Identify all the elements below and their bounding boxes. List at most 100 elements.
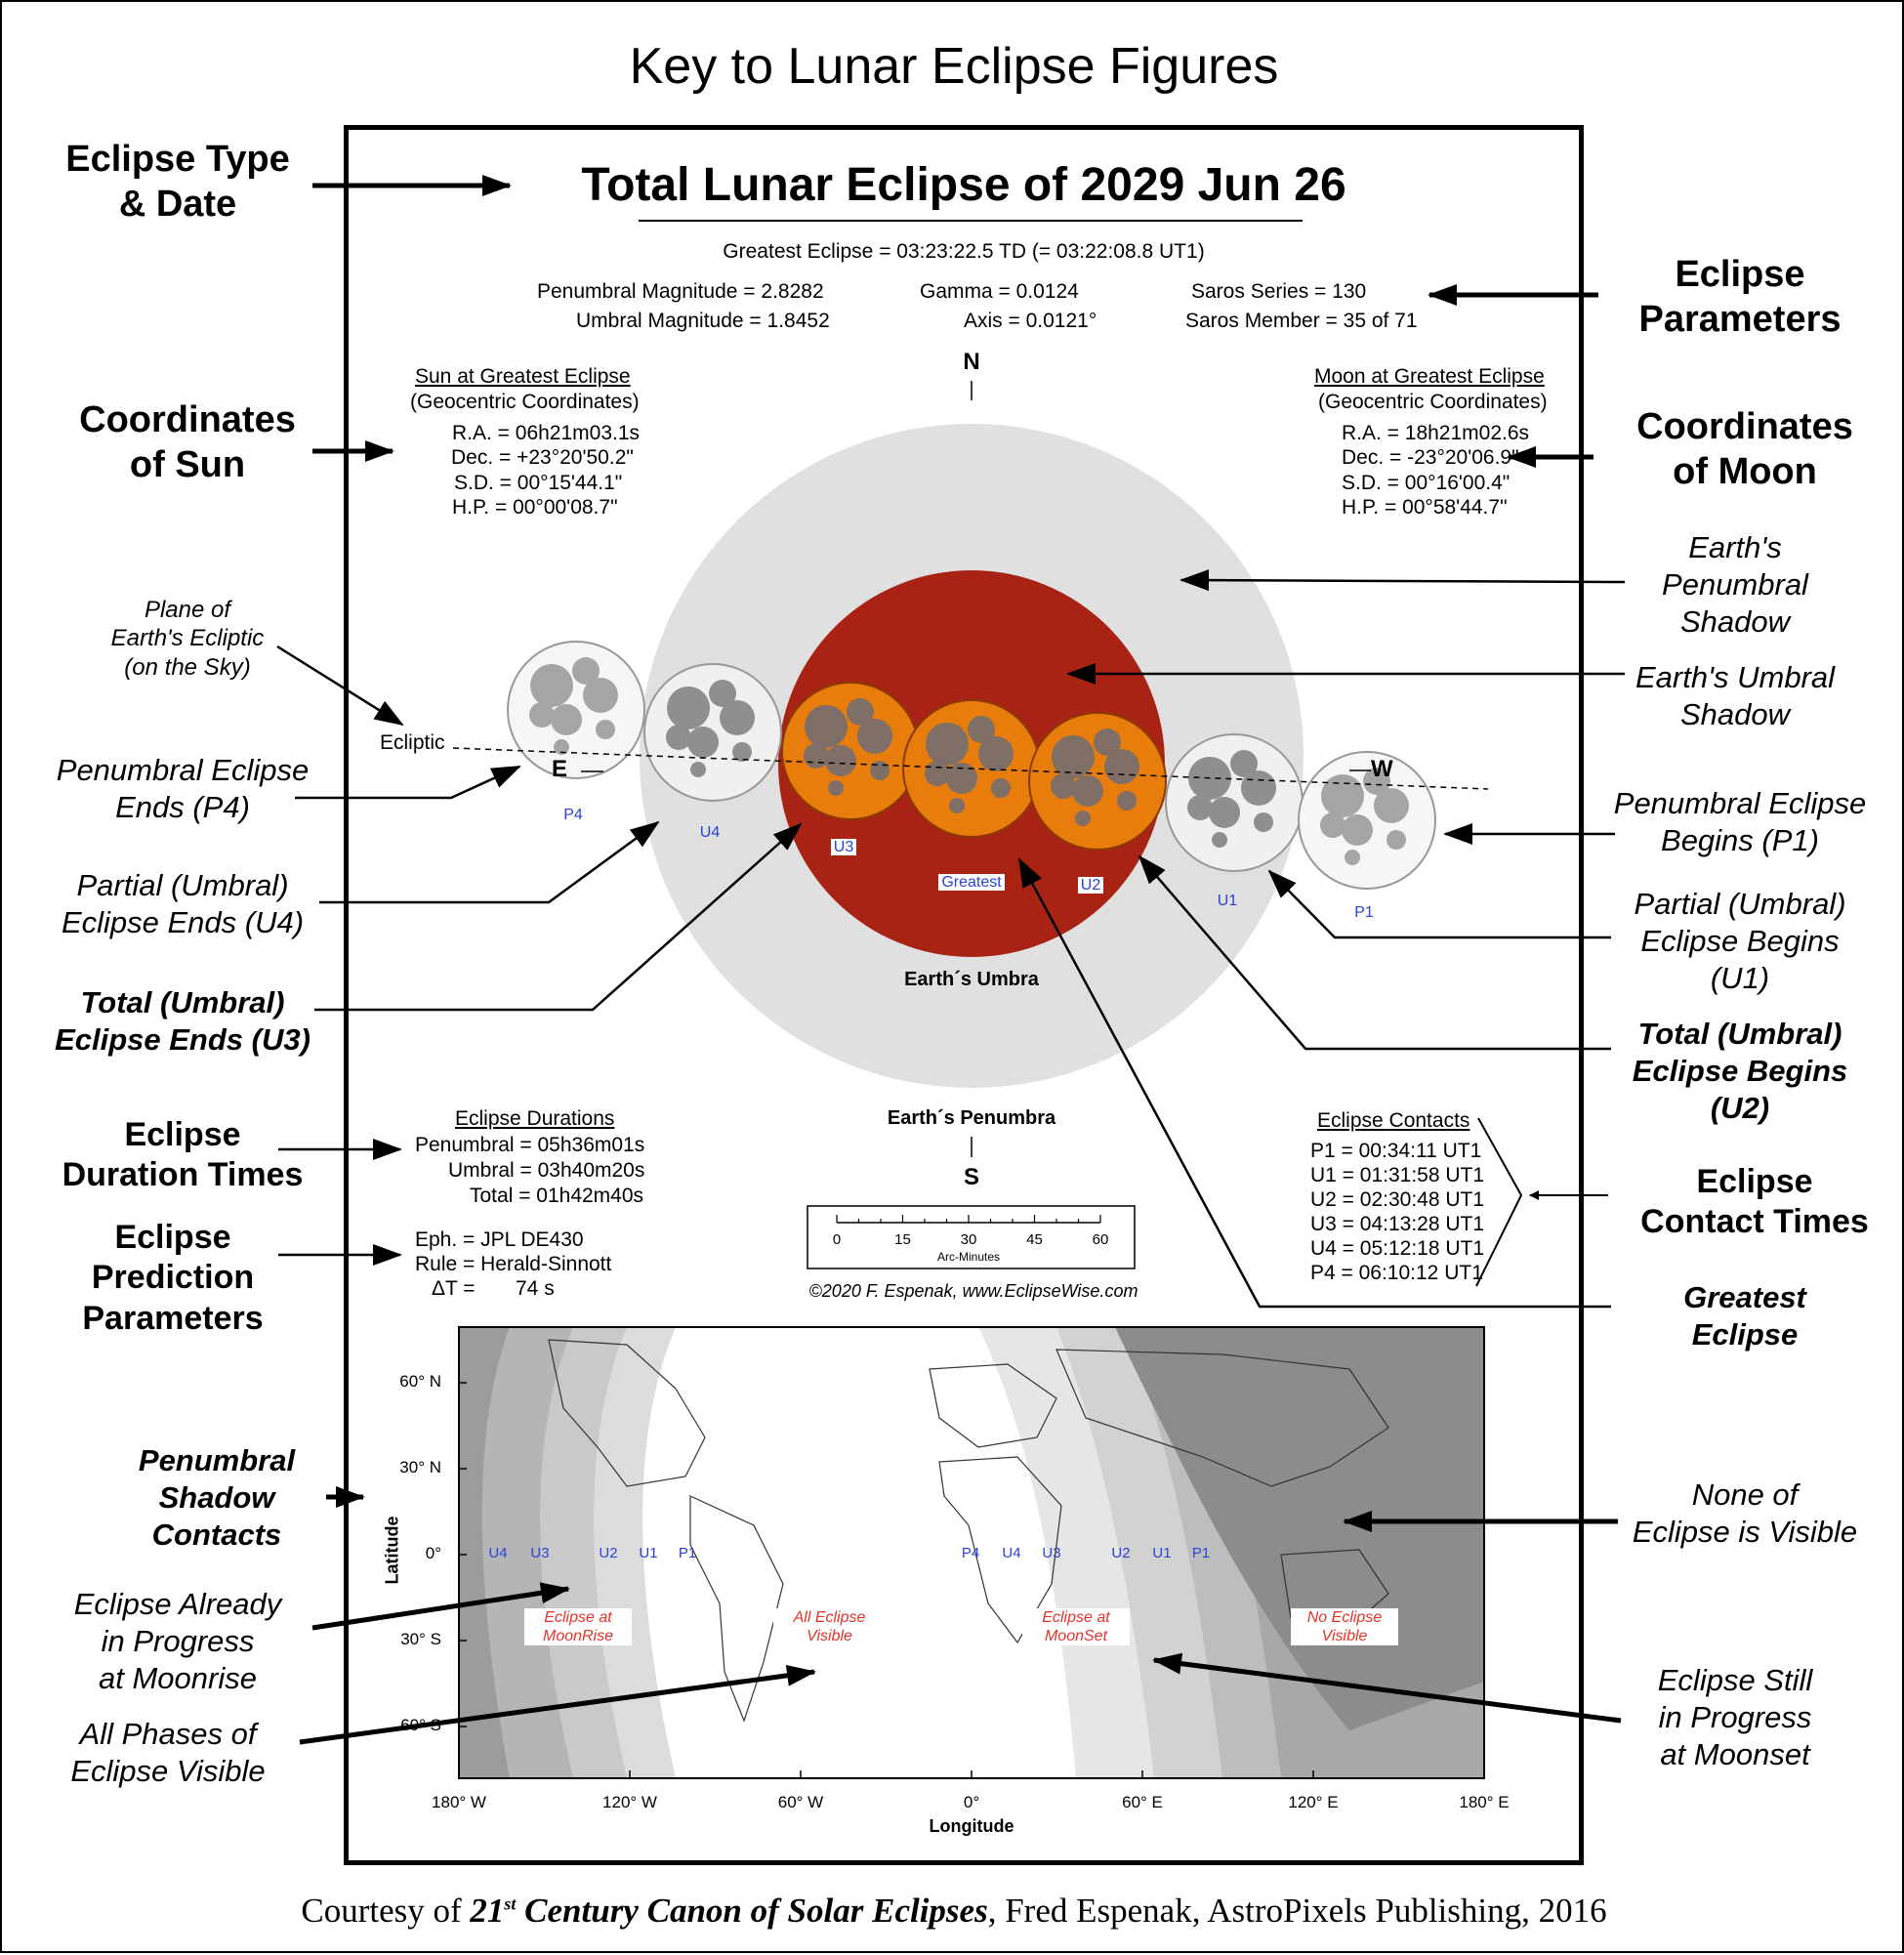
arrow-u1 — [1267, 869, 1611, 939]
callout-type-date: Eclipse Type & Date — [65, 139, 290, 226]
north-label: N — [963, 349, 980, 375]
ephemeris: Eph. = JPL DE430 — [415, 1228, 584, 1251]
credit: ©2020 F. Espenak, www.EclipseWise.com — [808, 1281, 1138, 1301]
scale-unit-label: Arc-Minutes — [937, 1250, 1000, 1264]
contact-u2: U2 = 02:30:48 UT1 — [1310, 1188, 1485, 1211]
moon-label-u3: U3 — [785, 839, 902, 856]
sun-dec: Dec. = +23°20'50.2" — [451, 446, 634, 469]
callout-parameters: Eclipse Parameters — [1638, 254, 1842, 341]
sun-heading: Sun at Greatest Eclipse — [415, 365, 631, 388]
figure-frame — [344, 125, 1584, 1865]
penumbral-magnitude: Penumbral Magnitude = 2.8282 — [537, 280, 824, 303]
callout-all-visible: All Phases of Eclipse Visible — [70, 1717, 266, 1788]
callout-greatest: Greatest Eclipse — [1683, 1280, 1806, 1352]
map-lat-label: 30° S — [400, 1630, 441, 1648]
sun-ra: R.A. = 06h21m03.1s — [452, 422, 641, 444]
arrow-greatest — [1017, 857, 1611, 1309]
contact-p1: P1 = 00:34:11 UT1 — [1310, 1140, 1482, 1162]
footer-credit: Courtesy of 21st Century Canon of Solar … — [2, 1892, 1904, 1931]
callout-ecliptic-plane: Plane of Earth's Ecliptic (on the Sky) — [110, 597, 265, 681]
moon-u1 — [1165, 733, 1304, 872]
south-label: S — [963, 1164, 979, 1190]
moon-u3 — [781, 682, 920, 820]
arrow-all-visible — [299, 1664, 816, 1745]
footer-book-num: 21 — [470, 1892, 505, 1930]
arrow-penumbral-shadow — [1180, 569, 1626, 592]
callout-moonrise: Eclipse Already in Progress at Moonrise — [73, 1587, 282, 1695]
moon-p4 — [507, 641, 645, 779]
saros-member: Saros Member = 35 of 71 — [1185, 310, 1418, 332]
callout-u1: Partial (Umbral) Eclipse Begins (U1) — [1634, 887, 1846, 995]
moon-label-u1: U1 — [1217, 893, 1238, 909]
moon-heading: Moon at Greatest Eclipse — [1314, 365, 1545, 388]
callout-contact-times: Eclipse Contact Times — [1640, 1163, 1869, 1241]
scale-tick-label: 45 — [1026, 1231, 1043, 1248]
rule: Rule = Herald-Sinnott — [415, 1253, 612, 1275]
callout-umbral-shadow: Earth's Umbral Shadow — [1635, 660, 1836, 731]
arrow-u4 — [319, 820, 660, 904]
duration-umbral: Umbral = 03h40m20s — [448, 1159, 645, 1182]
map-contact-west-u3: U3 — [530, 1545, 550, 1561]
figure-title: Total Lunar Eclipse of 2029 Jun 26 — [581, 159, 1346, 211]
map-lon-label: 60° W — [777, 1793, 824, 1811]
callout-prediction: Eclipse Prediction Parameters — [82, 1219, 264, 1337]
region-moonrise: Eclipse at MoonRise — [524, 1608, 632, 1646]
saros-series: Saros Series = 130 — [1191, 280, 1367, 303]
sun-sub: (Geocentric Coordinates) — [410, 391, 640, 413]
map-contact-east-u4: U4 — [1002, 1545, 1021, 1561]
map-contact-west-u2: U2 — [599, 1545, 618, 1561]
map-lon-label: 60° E — [1122, 1793, 1163, 1811]
scale-box — [807, 1205, 1136, 1269]
map-lat-label: 0° — [425, 1544, 441, 1562]
delta-t-label: ΔT = — [432, 1277, 476, 1300]
callout-u4: Partial (Umbral) Eclipse Ends (U4) — [61, 868, 305, 939]
callout-shadow-contacts: Penumbral Shadow Contacts — [138, 1443, 296, 1552]
map-lon-label: 180° W — [432, 1793, 486, 1811]
callout-u2: Total (Umbral) Eclipse Begins (U2) — [1632, 1017, 1848, 1125]
moon-sd: S.D. = 00°16'00.4" — [1342, 472, 1511, 494]
arrow-u2 — [1138, 854, 1611, 1051]
callout-duration: Eclipse Duration Times — [62, 1116, 304, 1194]
footer-book-rest: Century Canon of Solar Eclipses — [516, 1892, 988, 1930]
map-contact-west-p1: P1 — [678, 1545, 697, 1561]
penumbra-label: Earth´s Penumbra — [887, 1107, 1056, 1129]
callout-u3: Total (Umbral) Eclipse Ends (U3) — [55, 985, 310, 1057]
arrow-p4 — [295, 765, 521, 800]
map-coastlines — [548, 1339, 1389, 1723]
arrows — [276, 175, 1626, 1745]
scale-tick-label: 0 — [833, 1231, 841, 1248]
moon-dec: Dec. = -23°20'06.9" — [1342, 446, 1519, 469]
west-label: W — [1371, 756, 1393, 782]
map-xlabel: Longitude — [929, 1816, 1014, 1836]
map-lat-label: 60° N — [399, 1372, 441, 1391]
region-moonset: Eclipse at MoonSet — [1022, 1608, 1130, 1646]
map-contact-west-u4: U4 — [488, 1545, 508, 1561]
callout-moonset: Eclipse Still in Progress at Moonset — [1657, 1663, 1813, 1771]
callout-p1: Penumbral Eclipse Begins (P1) — [1613, 786, 1867, 857]
moon-label-p1: P1 — [1354, 904, 1374, 921]
footer-post: , Fred Espenak, AstroPixels Publishing, … — [987, 1892, 1607, 1930]
sun-sd: S.D. = 00°15'44.1" — [454, 472, 623, 494]
duration-penumbral: Penumbral = 05h36m01s — [415, 1134, 645, 1156]
contacts-bracket — [1475, 1117, 1523, 1287]
ecliptic-label: Ecliptic — [380, 731, 445, 754]
title-underline — [639, 220, 1303, 222]
contact-u1: U1 = 01:31:58 UT1 — [1310, 1164, 1485, 1186]
scale-tick-label: 30 — [961, 1231, 977, 1248]
moon-sub: (Geocentric Coordinates) — [1318, 391, 1548, 413]
map-lon-label: 180° E — [1459, 1793, 1510, 1811]
contact-u3: U3 = 04:13:28 UT1 — [1310, 1213, 1485, 1235]
callout-p4: Penumbral Eclipse Ends (P4) — [56, 753, 310, 824]
arrow-moonset — [1152, 1652, 1622, 1724]
map-contact-east-u3: U3 — [1042, 1545, 1061, 1561]
duration-total: Total = 01h42m40s — [470, 1185, 644, 1207]
callout-sun-coordinates: Coordinates of Sun — [79, 399, 296, 486]
callout-penumbral-shadow: Earth's Penumbral Shadow — [1662, 530, 1808, 639]
sun-hp: H.P. = 00°00'08.7" — [452, 496, 618, 519]
scale-tick-label: 15 — [894, 1231, 911, 1248]
axis: Axis = 0.0121° — [964, 310, 1097, 332]
umbral-magnitude: Umbral Magnitude = 1.8452 — [576, 310, 830, 332]
region-none-visible: No Eclipse Visible — [1291, 1608, 1398, 1646]
